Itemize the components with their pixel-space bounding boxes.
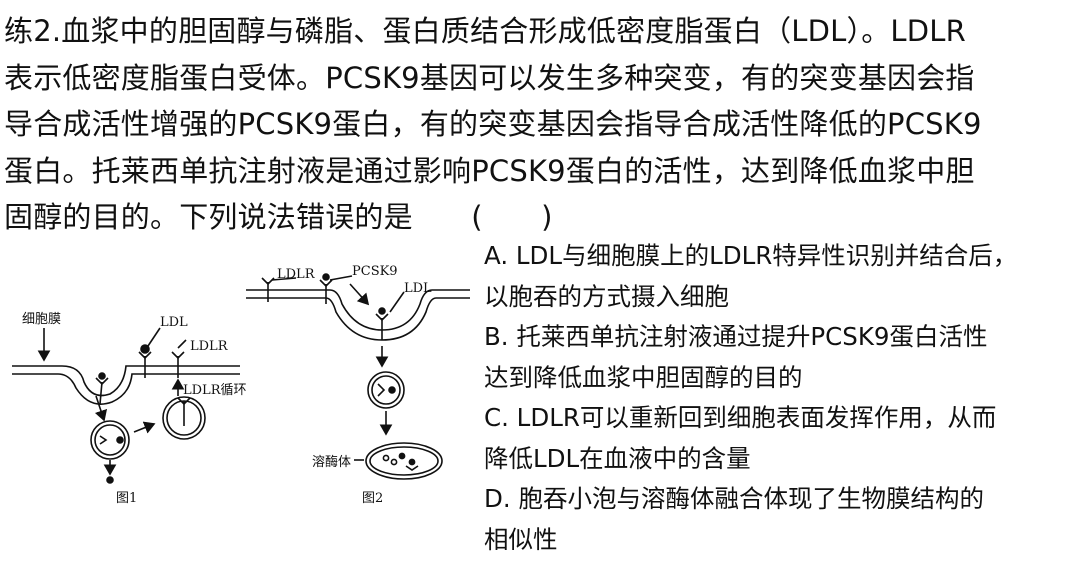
fig1-cycle-label: LDLR循环	[183, 383, 246, 398]
question-stem: 练2.血浆中的胆固醇与磷脂、蛋白质结合形成低密度脂蛋白（LDL）。LDLR 表示…	[4, 8, 1074, 241]
answer-options: A. LDL与细胞膜上的LDLR特异性识别并结合后， 以胞吞的方式摄入细胞 B.…	[484, 236, 1074, 560]
fig2-pcsk9-label: PCSK9	[352, 264, 398, 279]
fig2-ldl-label: LDL	[404, 281, 432, 296]
option-a-cont: 以胞吞的方式摄入细胞	[484, 281, 729, 311]
fig1-ldlr-receptor	[138, 344, 152, 378]
option-b-cont: 达到降低血浆中胆固醇的目的	[484, 362, 803, 392]
figure-2-labels: LDLR PCSK9 LDL 溶酶体 图2	[277, 264, 432, 506]
fig1-ldlr-receptor-2	[171, 351, 185, 378]
option-c: C. LDLR可以重新回到细胞表面发挥作用，从而	[484, 403, 997, 432]
fig1-caption: 图1	[116, 491, 137, 506]
fig1-membrane-label: 细胞膜	[22, 312, 61, 327]
stem-line-3: 导合成活性增强的PCSK9蛋白，有的突变基因会指导合成活性降低的PCSK9	[4, 107, 982, 141]
option-d-cont: 相似性	[484, 524, 558, 554]
fig2-lysosome-label: 溶酶体	[312, 454, 351, 470]
option-c-cont: 降低LDL在血液中的含量	[484, 443, 751, 473]
figure-2	[246, 273, 470, 480]
option-d: D. 胞吞小泡与溶酶体融合体现了生物膜结构的	[484, 484, 984, 513]
figures: 细胞膜 LDL LDLR LDLR循环 图1	[12, 264, 470, 506]
figure-1-labels: 细胞膜 LDL LDLR LDLR循环 图1	[22, 312, 246, 506]
option-a: A. LDL与细胞膜上的LDLR特异性识别并结合后，	[484, 241, 1018, 270]
fig2-pcsk9-receptor	[319, 273, 333, 304]
stem-line-5: 固醇的目的。下列说法错误的是 ( )	[4, 200, 553, 234]
stem-line-1: 练2.血浆中的胆固醇与磷脂、蛋白质结合形成低密度脂蛋白（LDL）。LDLR	[4, 14, 967, 48]
stem-line-4: 蛋白。托莱西单抗注射液是通过影响PCSK9蛋白的活性，达到降低血浆中胆	[4, 153, 975, 188]
option-b: B. 托莱西单抗注射液通过提升PCSK9蛋白活性	[484, 322, 988, 351]
fig2-ldlr-label: LDLR	[277, 267, 316, 282]
figure-1	[12, 327, 240, 484]
fig1-ldlr-label: LDLR	[190, 339, 229, 354]
fig2-caption: 图2	[362, 491, 383, 506]
fig1-ldl-label: LDL	[160, 315, 188, 330]
stem-line-2: 表示低密度脂蛋白受体。PCSK9基因可以发生多种突变，有的突变基因会指	[4, 60, 975, 95]
